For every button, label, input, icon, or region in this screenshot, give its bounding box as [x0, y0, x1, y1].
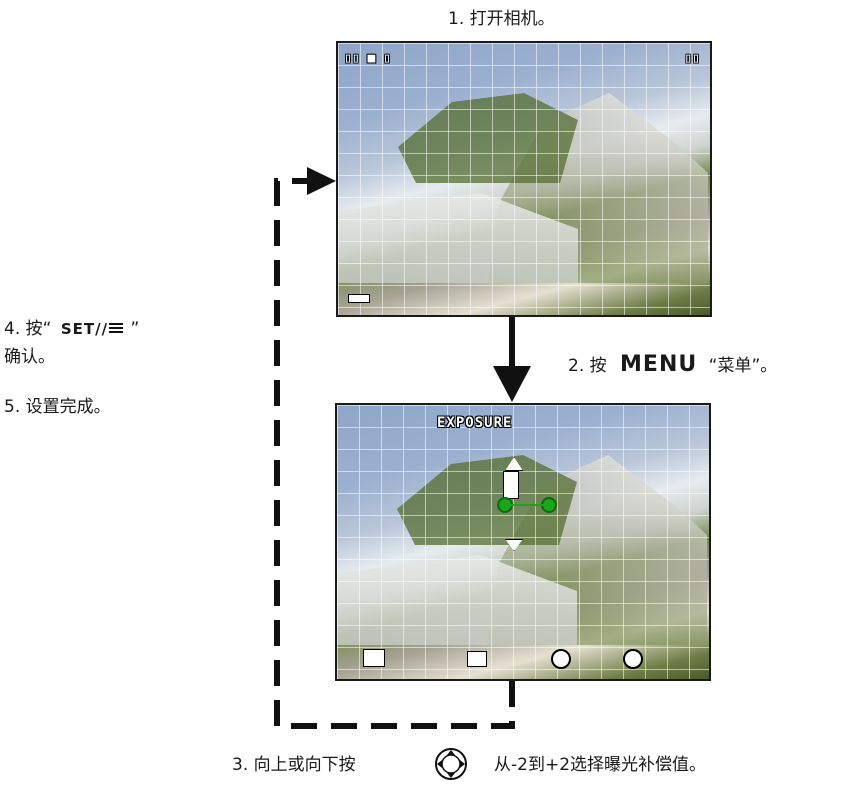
menu-title: EXPOSURE	[437, 415, 513, 431]
directional-pad-icon	[434, 747, 468, 781]
arrow-down-icon	[493, 366, 531, 402]
exposure-selection-dot-right	[543, 499, 555, 511]
battery-icon	[348, 294, 370, 303]
step-4-text: 4. 按“ SET// ”	[4, 319, 140, 339]
dashed-connector-line	[274, 178, 515, 729]
exposure-selection-line	[509, 504, 545, 506]
step-3-text-suffix: 从-2到+2选择曝光补偿值。	[494, 755, 707, 775]
grid-overlay	[338, 43, 710, 315]
flash-icon	[467, 651, 487, 667]
step-2-text: 2. 按 MENU “菜单”。	[568, 352, 778, 377]
grid-overlay-menu	[337, 405, 709, 679]
camera-screen-live: ▯▯ ■ ▯ ▯▯	[336, 41, 712, 317]
osd-status-left: ▯▯ ■ ▯	[344, 51, 391, 66]
exposure-selection-dot-left	[499, 499, 511, 511]
step-4-text-line2: 确认。	[4, 347, 55, 367]
step-1-text: 1. 打开相机。	[448, 9, 555, 29]
arrow-right-icon	[307, 167, 336, 195]
list-key-icon	[109, 323, 124, 335]
scene-icon	[551, 649, 571, 669]
step-5-text: 5. 设置完成。	[4, 397, 111, 417]
exposure-value-bar	[503, 471, 519, 499]
step-3-text: 3. 向上或向下按	[232, 755, 356, 775]
exposure-icon	[363, 649, 385, 667]
menu-key-label: MENU	[620, 352, 698, 377]
camera-screen-menu: EXPOSURE	[335, 403, 711, 681]
playback-key-icon: /	[101, 320, 108, 338]
set-key-label: SET/	[60, 320, 102, 338]
osd-status-right: ▯▯	[684, 51, 700, 66]
timer-icon	[623, 649, 643, 669]
